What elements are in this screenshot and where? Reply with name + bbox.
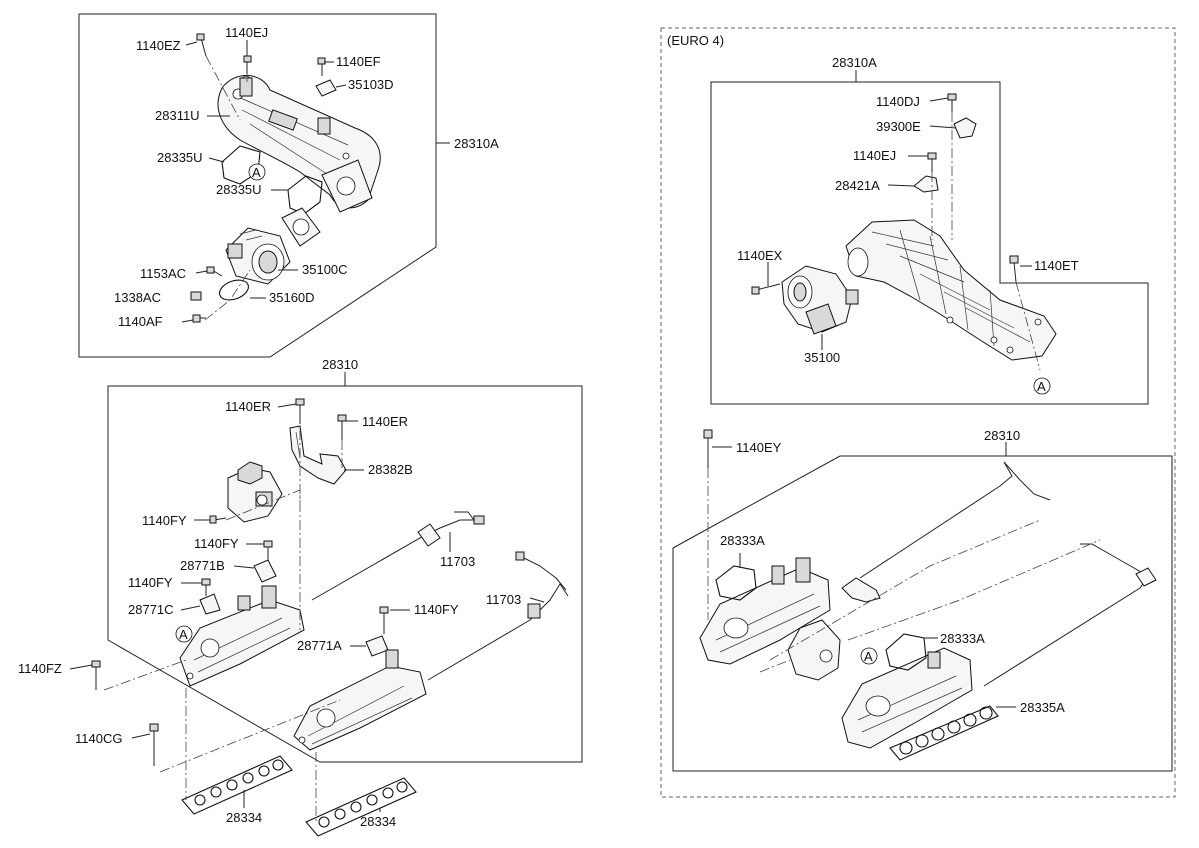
label-28382B: 28382B	[368, 462, 413, 477]
label-1140FY-a: 1140FY	[142, 513, 187, 528]
callout-marker-a-right-bottom	[860, 647, 878, 665]
label-11703-a: 11703	[440, 554, 475, 569]
label-1140FY-c: 1140FY	[128, 575, 173, 590]
bolts-right-top	[751, 93, 1019, 295]
gasket-28333A-right	[885, 633, 927, 671]
wire-11703-lower	[427, 583, 569, 681]
gasket-28333A-left	[715, 565, 757, 601]
label-28310-left: 28310	[322, 357, 358, 372]
label-1140DJ: 1140DJ	[876, 94, 920, 109]
bracket-28382B	[289, 425, 347, 485]
lever-part	[841, 577, 881, 603]
label-1140ET: 1140ET	[1034, 258, 1079, 273]
throttle-body-35100C	[225, 227, 291, 285]
label-1153AC: 1153AC	[140, 266, 186, 281]
label-28335U-a: 28335U	[157, 150, 203, 165]
gasket-28335A	[889, 705, 999, 761]
callout-a-right-bottom: A	[864, 649, 873, 664]
left-top-frame	[78, 13, 437, 358]
left-top-assembly: 28310A	[78, 13, 499, 358]
label-1140ER-b: 1140ER	[362, 414, 408, 429]
clip-28771B	[253, 559, 277, 583]
label-35160D: 35160D	[269, 290, 315, 305]
bolts-left-bottom	[91, 398, 389, 766]
label-1140AF: 1140AF	[118, 314, 163, 329]
clip-28771C	[199, 593, 221, 615]
label-1140EX: 1140EX	[737, 248, 783, 263]
actuator-part	[227, 461, 283, 523]
label-1140EJ: 1140EJ	[225, 25, 268, 40]
label-28310A-left: 28310A	[454, 136, 499, 151]
euro4-assembly: (EURO 4) 28310A	[660, 27, 1176, 798]
rod-lower	[983, 543, 1149, 687]
label-28333A-a: 28333A	[720, 533, 765, 548]
label-28334-b: 28334	[360, 814, 396, 829]
label-1140ER-a: 1140ER	[225, 399, 271, 414]
label-28311U: 28311U	[155, 108, 200, 123]
callout-a-left-bottom: A	[179, 627, 188, 642]
label-28310-right: 28310	[984, 428, 1020, 443]
callout-marker-a-left-bottom	[175, 625, 193, 643]
callout-marker-a	[248, 163, 266, 181]
label-28771C: 28771C	[128, 602, 174, 617]
label-28333A-b: 28333A	[940, 631, 985, 646]
label-35100C: 35100C	[302, 262, 348, 277]
label-1140FY-b: 1140FY	[194, 536, 239, 551]
label-1338AC: 1338AC	[114, 290, 161, 305]
label-1140FZ: 1140FZ	[18, 661, 62, 676]
label-1140EY: 1140EY	[736, 440, 782, 455]
intake-manifold-part	[217, 75, 381, 213]
label-35103D: 35103D	[348, 77, 394, 92]
label-1140EJ-right: 1140EJ	[853, 148, 896, 163]
wire-11703-upper	[311, 519, 480, 601]
label-28335U-b: 28335U	[216, 182, 262, 197]
euro4-header: (EURO 4)	[667, 33, 724, 48]
right-bottom-frame	[672, 455, 1173, 772]
label-35100: 35100	[804, 350, 840, 365]
label-1140EF: 1140EF	[336, 54, 381, 69]
left-bottom-assembly: 28310	[18, 357, 583, 837]
gasket-28334-left	[181, 755, 293, 815]
euro4-manifold-part	[845, 219, 1057, 361]
label-1140FY-d: 1140FY	[414, 602, 459, 617]
callout-marker-a-right-top	[1033, 377, 1051, 395]
gasket-28335U-lower	[287, 175, 323, 215]
label-39300E: 39300E	[876, 119, 921, 134]
label-28771B: 28771B	[180, 558, 225, 573]
lower-manifold-lower-part	[293, 649, 427, 751]
clip-28771A	[365, 635, 389, 657]
euro4-lower-manifold-upper	[699, 557, 831, 665]
label-28421A: 28421A	[835, 178, 880, 193]
label-11703-b: 11703	[486, 592, 521, 607]
oring-35160D	[219, 279, 249, 301]
label-28310A-right: 28310A	[832, 55, 877, 70]
sensor-39300E	[953, 117, 977, 139]
euro4-dashed-frame	[660, 27, 1176, 798]
bracket-28421A	[913, 175, 939, 193]
label-28771A: 28771A	[297, 638, 342, 653]
label-28335A: 28335A	[1020, 700, 1065, 715]
callout-a-left-top: A	[252, 165, 261, 180]
callout-a-right-top: A	[1037, 379, 1046, 394]
right-top-frame	[710, 81, 1149, 405]
throttle-body-35100	[781, 265, 859, 335]
euro4-lower-manifold-lower	[841, 647, 973, 749]
label-1140CG: 1140CG	[75, 731, 122, 746]
euro4-actuator	[787, 619, 841, 681]
bolts-left-top	[190, 33, 337, 323]
lower-manifold-upper-part	[179, 585, 305, 687]
gasket-28334-right	[305, 777, 417, 837]
label-1140EZ: 1140EZ	[136, 38, 181, 53]
rod-upper	[859, 461, 1051, 579]
left-bottom-frame	[107, 385, 583, 763]
label-28334-a: 28334	[226, 810, 262, 825]
